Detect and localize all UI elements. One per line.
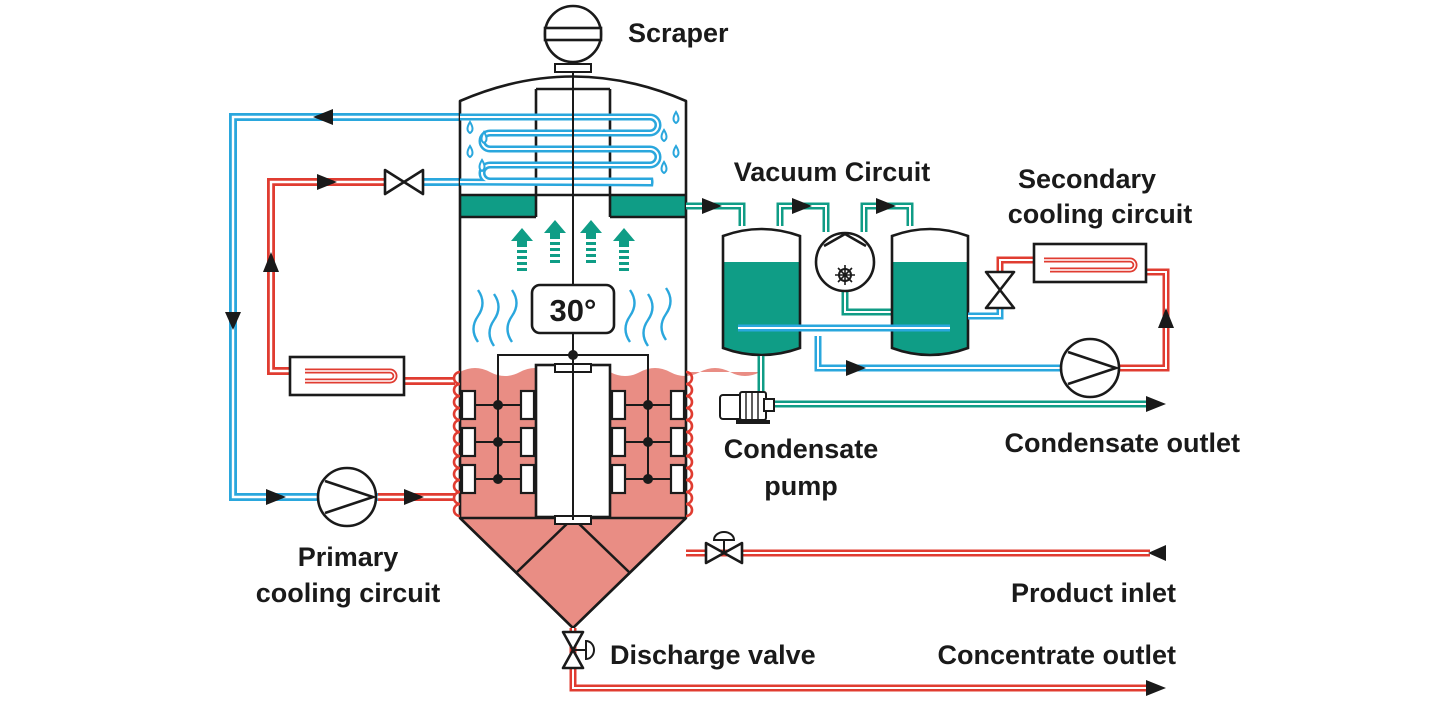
scraper-frame (460, 350, 686, 525)
condensate-outlet-label: Condensate outlet (1004, 428, 1240, 458)
droplet-icon (466, 110, 680, 175)
heat-exchanger-icon (1032, 242, 1148, 284)
flow-arrow-icon (1148, 545, 1166, 561)
flow-arrow-icon (266, 489, 286, 505)
secondary-label-line2: cooling circuit (1008, 199, 1193, 229)
flow-arrow-icon (876, 198, 896, 214)
steam-wisps (472, 287, 672, 347)
vapor-arrow-icon (511, 220, 635, 271)
secondary-cooling-circuit: Secondary cooling circuit (738, 164, 1193, 399)
flow-arrow-icon (313, 109, 333, 125)
primary-hot-line (267, 178, 455, 501)
secondary-label-line1: Secondary (1018, 164, 1156, 194)
condensate-pump-icon (719, 391, 775, 424)
scraper-coupling (554, 63, 592, 73)
primary-label-line1: Primary (298, 542, 399, 572)
condensate-pump-label-line1: Condensate (724, 434, 879, 464)
temperature-value: 30° (550, 293, 597, 328)
product-inlet-label: Product inlet (1011, 578, 1176, 608)
condensate-section: Condensate pump Condensate outlet (719, 356, 1240, 501)
concentrate-outlet-label: Concentrate outlet (937, 640, 1176, 670)
flow-arrow-icon (263, 252, 279, 272)
discharge-valve-label: Discharge valve (610, 640, 816, 670)
discharge-valve-icon (561, 630, 595, 670)
gate-valve-icon (984, 270, 1016, 310)
product-inlet-line: Product inlet (686, 531, 1176, 608)
flow-arrow-icon (846, 360, 866, 376)
condensate-tray-right (610, 195, 686, 217)
heat-exchanger-icon (288, 355, 406, 397)
vacuum-circuit-label: Vacuum Circuit (734, 157, 931, 187)
condenser-tank-left (721, 227, 802, 357)
secondary-cold-line (738, 308, 1062, 372)
control-valve-icon (704, 531, 744, 565)
flow-arrow-icon (1158, 308, 1174, 328)
flow-arrow-icon (702, 198, 722, 214)
flow-arrow-icon (317, 174, 337, 190)
gate-valve-icon (383, 168, 425, 196)
flow-arrow-icon (225, 312, 241, 330)
flow-arrow-icon (404, 489, 424, 505)
primary-label-line2: cooling circuit (256, 578, 441, 608)
concentrate-outlet-line: Discharge valve Concentrate outlet (561, 628, 1176, 696)
vacuum-pump-icon (814, 231, 876, 293)
evaporator-vessel: 30° (452, 4, 768, 630)
temperature-display (530, 283, 616, 335)
primary-cooling-circuit: Primary cooling circuit (225, 109, 460, 608)
vacuum-circuit: Vacuum Circuit (686, 157, 970, 357)
cooling-coil (459, 113, 662, 187)
flow-arrow-icon (1146, 680, 1166, 696)
vessel-cooling-jacket (452, 370, 694, 518)
flow-arrow-icon (1146, 396, 1166, 412)
condensate-pump-label-line2: pump (764, 471, 838, 501)
scraper-label: Scraper (628, 18, 729, 48)
pump-icon (1059, 337, 1121, 399)
condenser-tank-right (890, 227, 970, 357)
condensate-tray-left (460, 195, 536, 217)
scraper-motor-icon (543, 4, 603, 64)
pump-icon (316, 466, 378, 528)
flow-arrow-icon (792, 198, 812, 214)
